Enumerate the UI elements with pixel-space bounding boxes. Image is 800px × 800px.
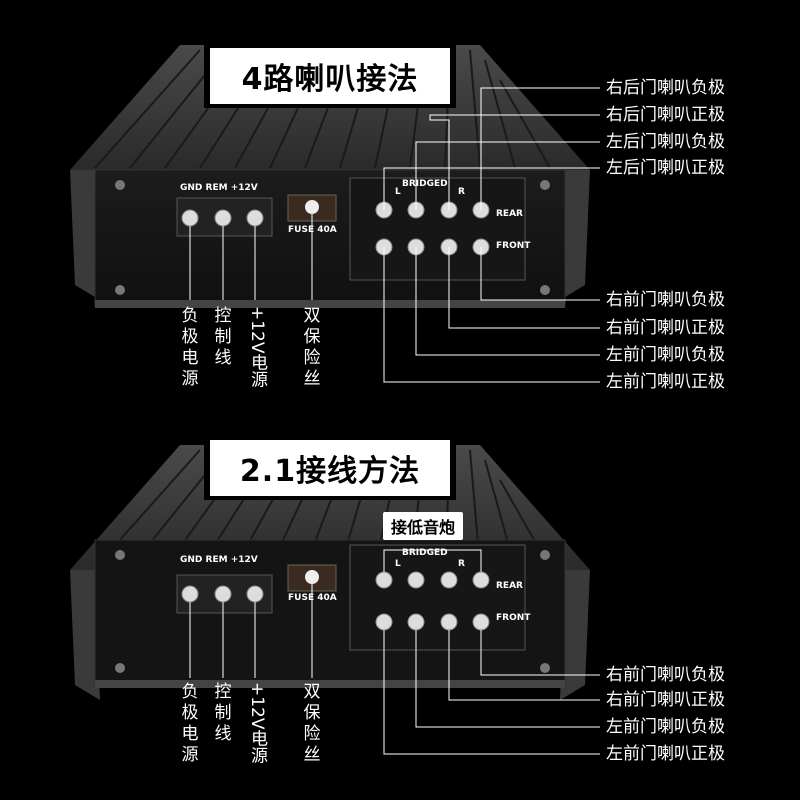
right-label-1: 右后门喇叭负极 [606, 78, 725, 98]
title-banner: 4路喇叭接法 [204, 44, 456, 108]
right-label-4: 左前门喇叭正极 [606, 744, 725, 764]
gnd-terminal [181, 585, 199, 603]
rem-terminal [214, 209, 232, 227]
rear-label: REAR [496, 209, 523, 219]
right-label-3: 左后门喇叭负极 [606, 132, 725, 152]
bottom-label-fuse: 双保险丝 [303, 306, 321, 389]
power-terminal-label: GND REM +12V [180, 555, 258, 565]
rear-label: REAR [496, 581, 523, 591]
r-label: R [458, 559, 465, 569]
bottom-label-rem: 控制线 [214, 306, 232, 368]
l-label: L [395, 559, 401, 569]
panel-2-1: GND REM +12V FUSE 40A BRIDGED L R REAR F… [0, 400, 800, 800]
subwoofer-badge: 接低音炮 [383, 512, 464, 540]
panel-title: 2.1接线方法 [210, 440, 450, 496]
gnd-terminal [181, 209, 199, 227]
right-label-2: 右前门喇叭正极 [606, 690, 725, 710]
bottom-label-gnd: 负极电源 [181, 306, 199, 389]
panel-title: 4路喇叭接法 [210, 48, 450, 104]
amplifier-illustration: GND REM +12V FUSE 40A BRIDGED L R REAR F… [70, 445, 600, 755]
right-label-6: 右前门喇叭正极 [606, 318, 725, 338]
right-label-3: 左前门喇叭负极 [606, 717, 725, 737]
front-label: FRONT [496, 613, 531, 623]
right-label-5: 右前门喇叭负极 [606, 290, 725, 310]
right-label-7: 左前门喇叭负极 [606, 345, 725, 365]
amplifier-illustration: GND REM +12V FUSE 40A BRIDGED L R REAR F… [70, 45, 600, 383]
power-terminal-label: GND REM +12V [180, 183, 258, 193]
bottom-label-12v: +12V电源 [247, 682, 267, 764]
bottom-label-fuse: 双保险丝 [303, 682, 321, 765]
bottom-label-rem: 控制线 [214, 682, 232, 744]
bridged-label: BRIDGED [402, 548, 448, 558]
bridged-label: BRIDGED [402, 179, 448, 189]
rem-terminal [214, 585, 232, 603]
right-label-4: 左后门喇叭正极 [606, 158, 725, 178]
title-banner: 2.1接线方法 [204, 436, 456, 500]
panel-4ch: GND REM +12V FUSE 40A BRIDGED L R REAR F… [70, 44, 725, 392]
l-label: L [395, 187, 401, 197]
right-label-8: 左前门喇叭正极 [606, 372, 725, 392]
right-label-2: 右后门喇叭正极 [606, 105, 725, 125]
bottom-label-gnd: 负极电源 [181, 682, 199, 765]
right-label-1: 右前门喇叭负极 [606, 665, 725, 685]
front-label: FRONT [496, 241, 531, 251]
bottom-label-12v: +12V电源 [247, 306, 267, 388]
plus12v-terminal [246, 209, 264, 227]
r-label: R [458, 187, 465, 197]
plus12v-terminal [246, 585, 264, 603]
